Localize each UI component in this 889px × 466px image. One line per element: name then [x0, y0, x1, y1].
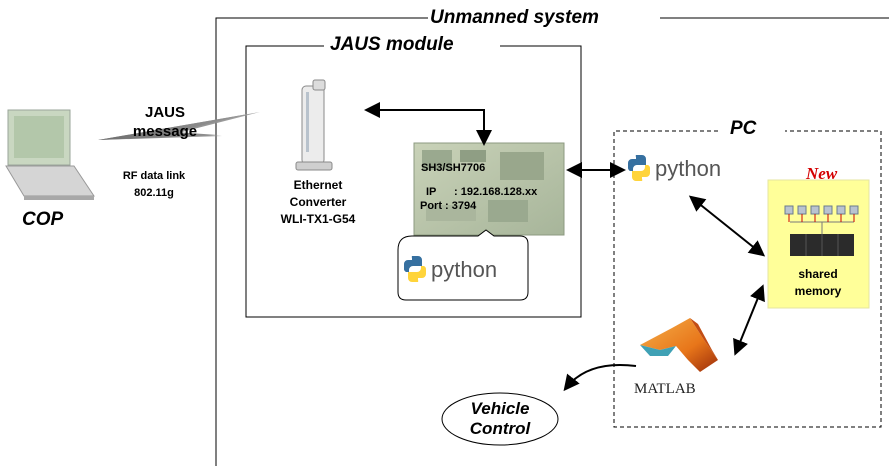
python-callout-bubble [397, 229, 529, 301]
vehicle-control-ellipse [441, 392, 559, 446]
board-ip-label: IP [426, 186, 437, 198]
cop-label: COP [22, 209, 64, 230]
shared-memory-label: shared memory [778, 266, 858, 300]
memory-matlab-arrow [733, 284, 765, 356]
jaus-module-box [245, 45, 582, 318]
jaus-message-line1: JAUS [144, 104, 185, 121]
jaus-message-line2: message [132, 123, 198, 140]
vehicle-control-label: Vehicle Control [444, 399, 556, 439]
ethernet-converter-label: Ethernet Converter WLI-TX1-G54 [262, 177, 374, 228]
ethernet-converter-line2: Converter [289, 195, 347, 209]
jaus-module-title: JAUS module [330, 34, 454, 55]
unmanned-system-title: Unmanned system [430, 7, 599, 28]
unmanned-system-frame [215, 17, 889, 466]
memory-bus-icon [784, 205, 859, 256]
board-port-label: Port : 3794 [420, 200, 477, 212]
vehicle-control-line2: Control [469, 419, 531, 438]
python-logo-pc-icon [627, 155, 651, 181]
python-wordmark: python [431, 257, 498, 282]
ethernet-converter-icon [295, 79, 333, 171]
converter-board-arrow [364, 102, 492, 146]
ethernet-converter-line3: WLI-TX1-G54 [280, 212, 356, 226]
board-ip-value: : 192.168.128.xx [454, 186, 538, 198]
matlab-logo-icon [640, 318, 718, 372]
pc-box [613, 130, 882, 428]
matlab-label: MATLAB [634, 381, 696, 397]
board-name-label: SH3/SH7706 [421, 162, 486, 174]
rf-link-line2: 802.11g [134, 187, 174, 199]
rf-link-line1: RF data link [122, 170, 186, 182]
python-memory-arrow [688, 195, 766, 257]
shared-memory-line2: memory [794, 284, 842, 298]
shared-memory-line1: shared [798, 267, 838, 281]
shared-memory-box [767, 179, 870, 309]
laptop-icon [5, 109, 95, 200]
python-logo-icon [403, 256, 427, 282]
ethernet-converter-line1: Ethernet [293, 178, 343, 192]
rf-link-wedge [98, 112, 260, 140]
vehicle-control-line1: Vehicle [470, 399, 530, 418]
python-pc-wordmark: python [655, 156, 722, 181]
rf-link-label: RF data link 802.11g [104, 168, 204, 202]
jaus-message-label: JAUS message [110, 103, 220, 141]
new-tag: New [806, 164, 838, 183]
matlab-vehicle-arrow [563, 364, 637, 392]
pc-title: PC [730, 118, 757, 139]
